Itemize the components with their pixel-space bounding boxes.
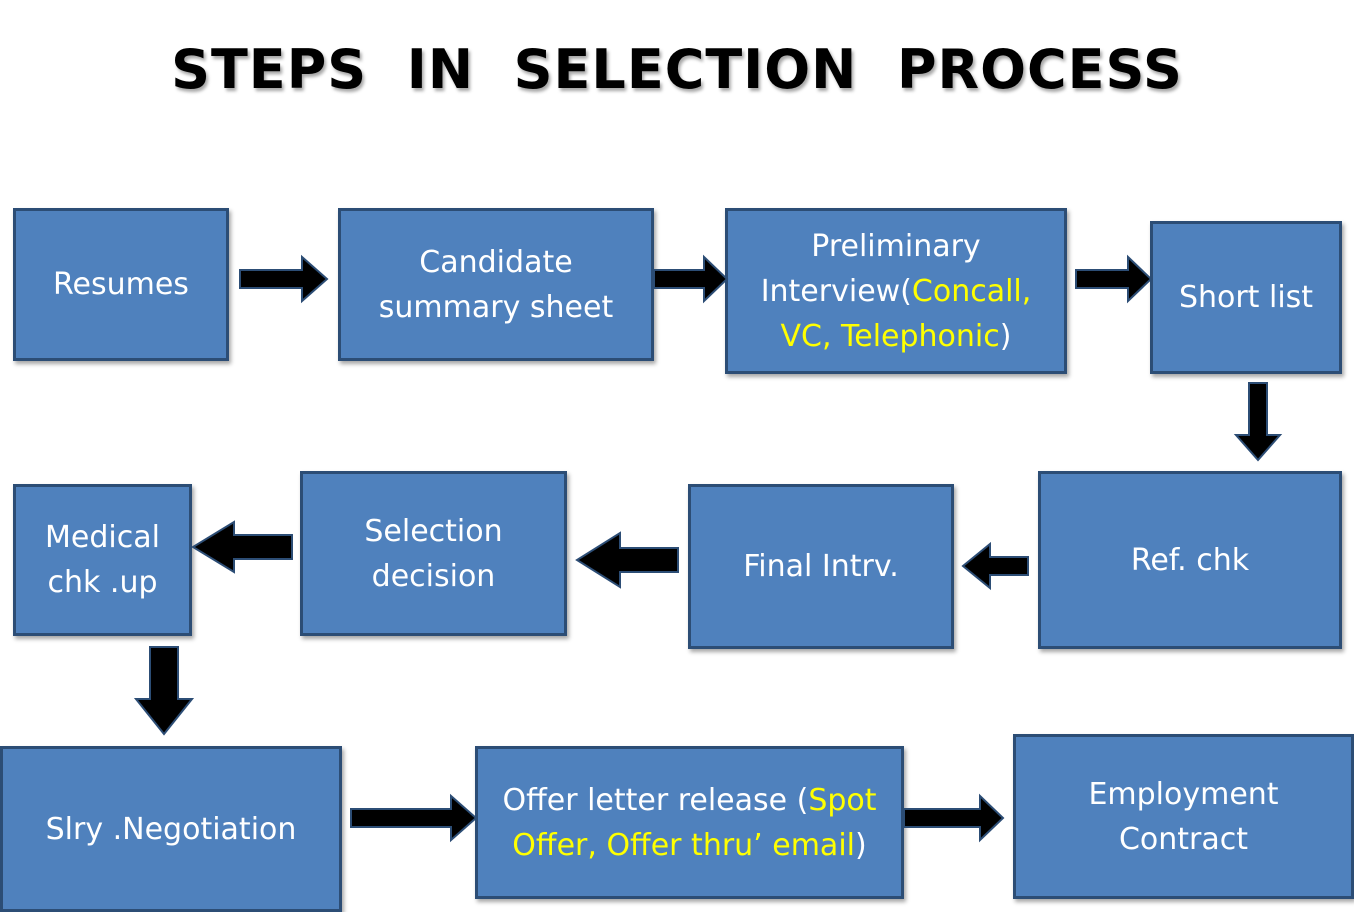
step-offer-line2a: Offer, Offer thru’ email — [512, 827, 855, 863]
arrow-left-icon — [575, 531, 679, 589]
step-ref-check: Ref. chk — [1038, 471, 1342, 649]
step-resumes: Resumes — [13, 208, 229, 361]
step-prelim-line2b: Concall, — [911, 273, 1032, 309]
step-offer-letter: Offer letter release (Spot Offer, Offer … — [475, 746, 904, 899]
step-selection-line1: Selection — [364, 513, 503, 549]
arrow-left-icon — [191, 520, 293, 574]
arrow-down-icon — [133, 646, 195, 736]
arrow-down-icon — [1233, 382, 1283, 462]
step-prelim-line3a: VC, Telephonic — [780, 318, 1000, 354]
step-candidate-label-line1: Candidate — [419, 244, 573, 280]
arrow-right-icon — [653, 254, 729, 304]
step-employment-line2: Contract — [1118, 821, 1249, 857]
arrow-right-icon — [350, 793, 478, 843]
step-selection-line2: decision — [371, 558, 496, 594]
step-prelim-line3b: ) — [999, 318, 1012, 354]
step-offer-line2b: ) — [854, 827, 867, 863]
step-final-label: Final Intrv. — [743, 549, 899, 584]
arrow-left-icon — [961, 541, 1029, 591]
step-final-interview: Final Intrv. — [688, 484, 954, 649]
arrow-right-icon — [1075, 254, 1153, 304]
step-short-list: Short list — [1150, 221, 1342, 374]
step-offer-line1a: Offer letter release ( — [502, 782, 809, 818]
step-preliminary-interview: Preliminary Interview(Concall, VC, Telep… — [725, 208, 1067, 374]
step-prelim-line1: Preliminary — [811, 228, 981, 264]
step-candidate-label-line2: summary sheet — [378, 289, 614, 325]
step-salary-negotiation: Slry .Negotiation — [0, 746, 342, 912]
step-candidate-summary: Candidate summary sheet — [338, 208, 654, 361]
step-medical-checkup: Medical chk .up — [13, 484, 192, 636]
arrow-right-icon — [903, 793, 1005, 843]
step-prelim-line2a: Interview( — [760, 273, 912, 309]
arrow-right-icon — [239, 254, 329, 304]
step-medical-line2: chk .up — [47, 565, 158, 600]
step-medical-line1: Medical — [45, 520, 160, 555]
step-offer-line1b: Spot — [808, 782, 877, 818]
step-employment-line1: Employment — [1088, 776, 1279, 812]
step-selection-decision: Selection decision — [300, 471, 567, 636]
step-employment-contract: Employment Contract — [1013, 734, 1354, 899]
step-refchk-label: Ref. chk — [1130, 542, 1250, 578]
page-title: STEPS IN SELECTION PROCESS — [171, 38, 1183, 101]
step-salary-label: Slry .Negotiation — [45, 811, 297, 847]
step-resumes-label: Resumes — [53, 267, 189, 302]
step-shortlist-label: Short list — [1178, 280, 1314, 315]
